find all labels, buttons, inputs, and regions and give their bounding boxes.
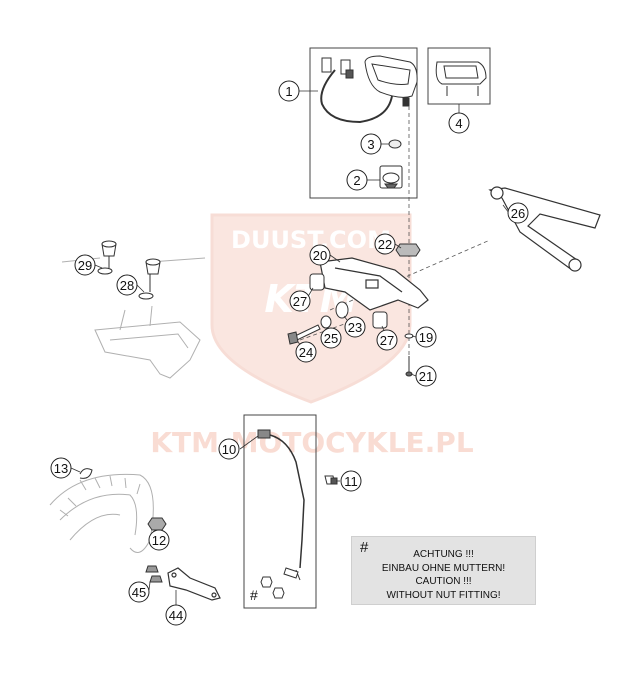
part-11-clip xyxy=(324,475,338,485)
part-2-holder xyxy=(379,165,403,189)
callout-25: 25 xyxy=(320,327,342,349)
watermark-site-text: KTM-MOTOCYKLE.PL xyxy=(150,426,473,459)
callout-26: 26 xyxy=(507,202,529,224)
part-13-ring xyxy=(79,468,93,479)
svg-text:27: 27 xyxy=(293,294,307,309)
part-10-sensor-cable xyxy=(257,429,305,581)
svg-text:19: 19 xyxy=(419,330,433,345)
callout-27-upper: 27 xyxy=(289,290,311,312)
part-45-screws xyxy=(145,565,163,583)
part-19-washer xyxy=(404,333,414,339)
callout-4: 4 xyxy=(448,112,470,134)
svg-text:44: 44 xyxy=(169,608,183,623)
callout-21: 21 xyxy=(415,365,437,387)
hash-marker: # xyxy=(250,587,258,603)
warning-note: # ACHTUNG !!! EINBAU OHNE MUTTERN! CAUTI… xyxy=(351,536,536,605)
part-29-knob xyxy=(97,240,117,275)
note-lines: ACHTUNG !!! EINBAU OHNE MUTTERN! CAUTION… xyxy=(352,548,535,602)
callout-13: 13 xyxy=(50,457,72,479)
callout-27-lower: 27 xyxy=(376,329,398,351)
part-23-washer xyxy=(335,301,349,319)
speedometer-unit xyxy=(320,55,418,124)
part-27-spacer-upper xyxy=(309,273,325,291)
svg-text:3: 3 xyxy=(367,137,374,152)
part-12-nut xyxy=(147,517,167,531)
ghost-handlebar-clamp xyxy=(61,257,206,379)
part-22-nut xyxy=(395,243,421,257)
part-24-bolt xyxy=(287,324,321,345)
callout-10: 10 xyxy=(218,438,240,460)
part-28-knob xyxy=(138,258,161,300)
part-27-spacer-lower xyxy=(372,311,388,329)
callout-19: 19 xyxy=(415,326,437,348)
callout-28: 28 xyxy=(116,274,138,296)
svg-text:25: 25 xyxy=(324,331,338,346)
svg-text:27: 27 xyxy=(380,333,394,348)
svg-text:2: 2 xyxy=(353,173,360,188)
callout-11: 11 xyxy=(340,470,362,492)
svg-text:22: 22 xyxy=(378,237,392,252)
svg-text:29: 29 xyxy=(78,258,92,273)
note-line-1: ACHTUNG !!! xyxy=(413,549,474,560)
part-26-bracket xyxy=(488,186,601,272)
watermark-logo-top: DUUST.COM xyxy=(231,226,391,254)
svg-text:24: 24 xyxy=(299,345,313,360)
callout-20: 20 xyxy=(309,244,331,266)
part-10-nuts xyxy=(260,576,285,599)
group-box-speedometer xyxy=(309,47,418,199)
note-line-2: EINBAU OHNE MUTTERN! xyxy=(381,562,506,574)
part-4-cover xyxy=(435,61,487,96)
svg-text:10: 10 xyxy=(222,442,236,457)
part-44-bracket xyxy=(167,567,221,601)
note-hash-symbol: # xyxy=(360,539,369,556)
svg-text:4: 4 xyxy=(455,116,462,131)
note-line-4: WITHOUT NUT FITTING! xyxy=(386,589,501,601)
svg-text:13: 13 xyxy=(54,461,68,476)
callout-29: 29 xyxy=(74,254,96,276)
callout-3: 3 xyxy=(360,133,382,155)
svg-text:45: 45 xyxy=(132,585,146,600)
svg-text:23: 23 xyxy=(348,320,362,335)
callout-44: 44 xyxy=(165,604,187,626)
callout-22: 22 xyxy=(374,233,396,255)
part-3-cap xyxy=(388,139,402,149)
callout-45: 45 xyxy=(128,581,150,603)
part-25-collar xyxy=(320,315,332,329)
svg-text:1: 1 xyxy=(285,84,292,99)
svg-text:21: 21 xyxy=(419,369,433,384)
svg-text:12: 12 xyxy=(152,533,166,548)
callout-2: 2 xyxy=(346,169,368,191)
note-line-3: CAUTION !!! xyxy=(415,576,472,587)
svg-text:20: 20 xyxy=(313,248,327,263)
callout-24: 24 xyxy=(295,341,317,363)
group-box-part-10 xyxy=(243,414,317,609)
part-21-screw xyxy=(405,356,413,377)
callout-12: 12 xyxy=(148,529,170,551)
svg-text:26: 26 xyxy=(511,206,525,221)
callouts: 1 3 2 4 26 22 20 29 28 27 23 25 24 27 19 xyxy=(50,80,529,626)
callout-23: 23 xyxy=(344,316,366,338)
svg-text:11: 11 xyxy=(344,474,358,489)
callout-1: 1 xyxy=(278,80,300,102)
ghost-brake-disc xyxy=(49,473,154,553)
part-20-mount xyxy=(319,257,429,311)
svg-text:28: 28 xyxy=(120,278,134,293)
